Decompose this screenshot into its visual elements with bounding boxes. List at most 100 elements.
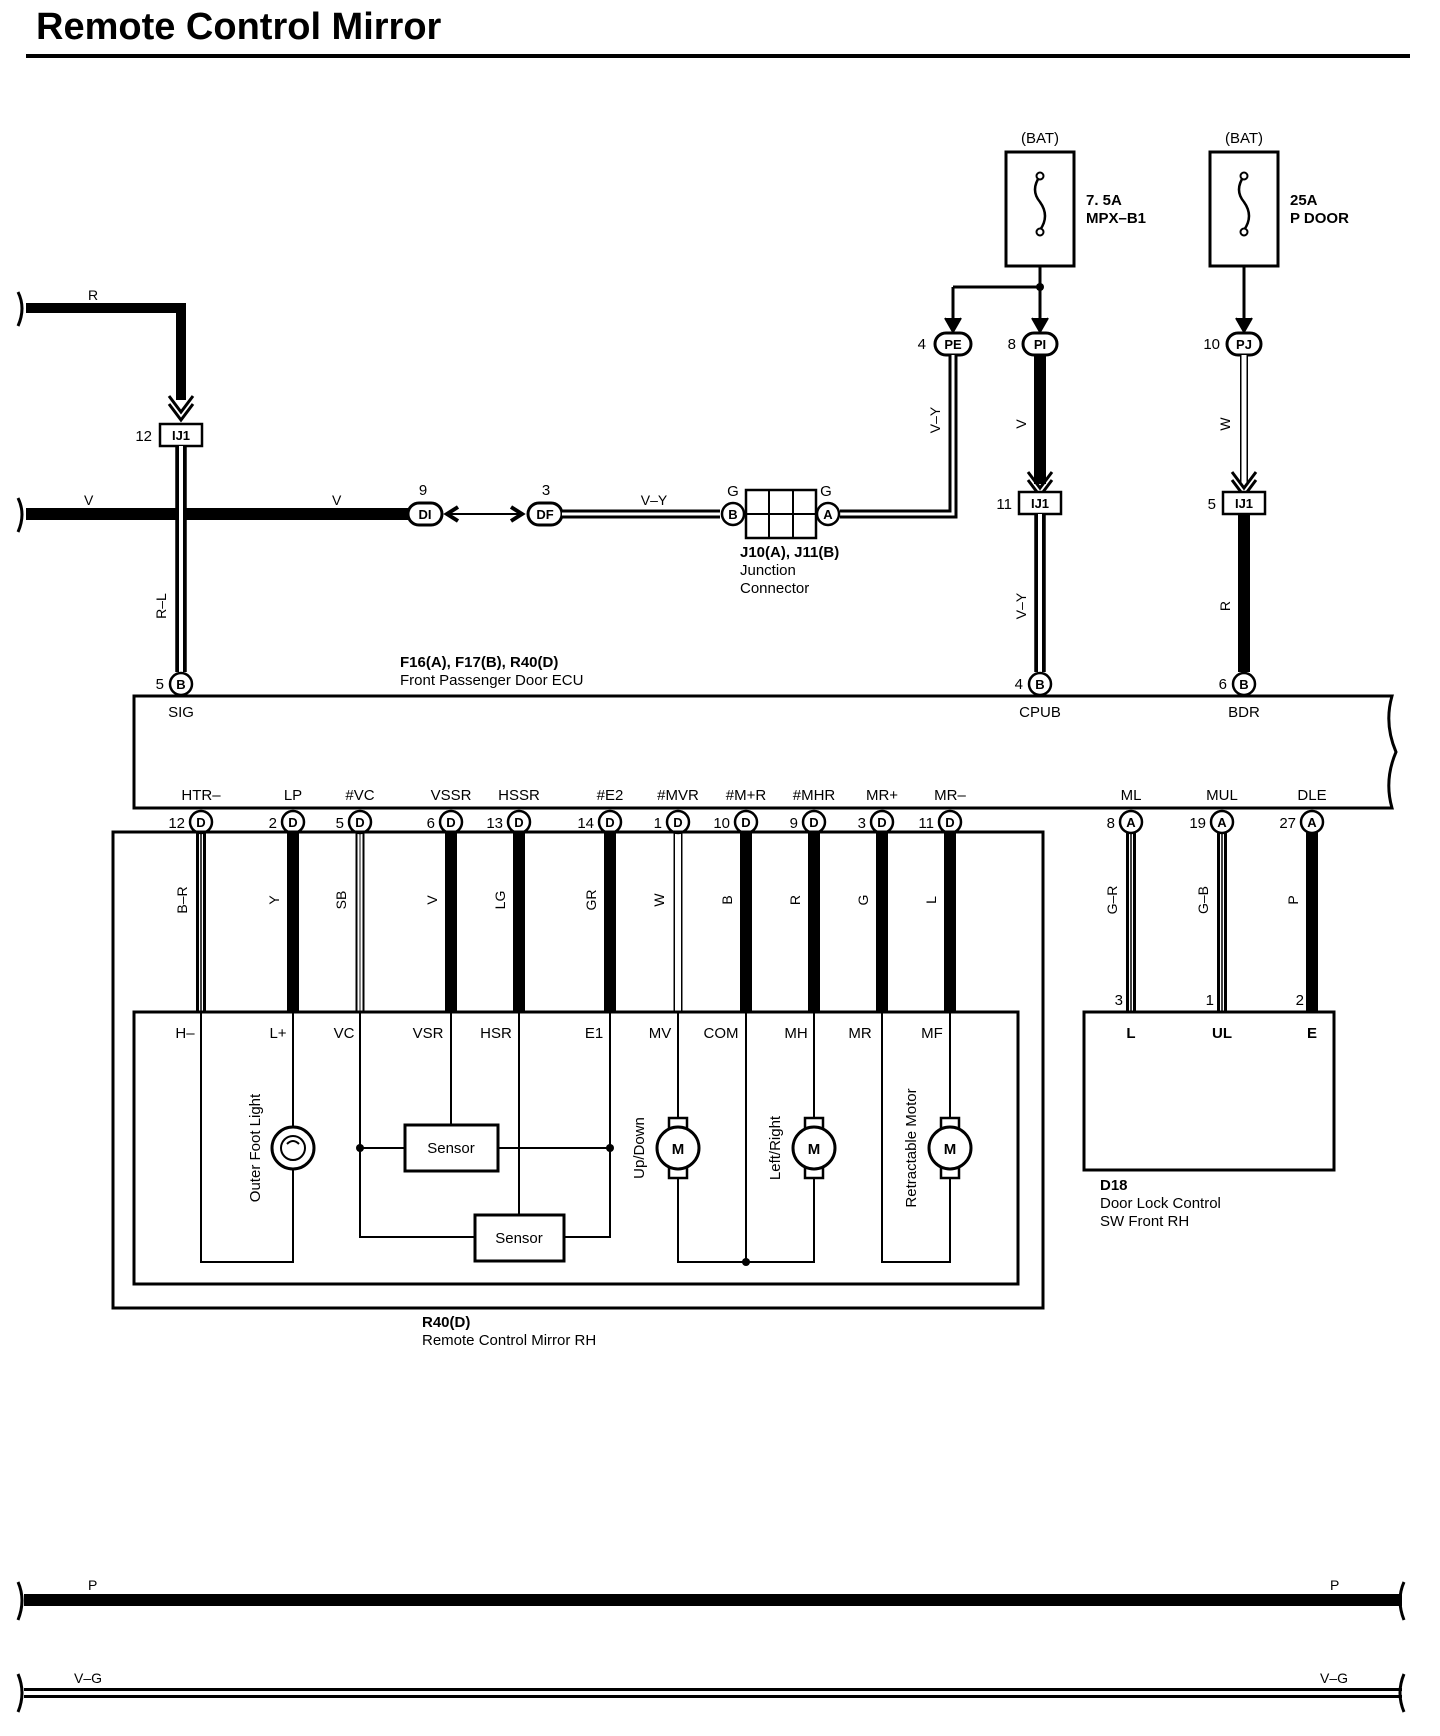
wire-label: G–R (1104, 886, 1120, 915)
svg-text:Junction: Junction (740, 562, 796, 579)
svg-text:Connector: Connector (740, 580, 809, 597)
door-lock-pin: 1UL (1206, 992, 1232, 1042)
connector-ij1-12: IJ1 12 (135, 422, 204, 448)
fuse-name-label: P DOOR (1290, 210, 1349, 227)
pin-label: BDR (1228, 704, 1260, 721)
connector-ij1-5: IJ1 5 (1208, 490, 1267, 516)
mirror-terminal-label: MH (784, 1025, 807, 1042)
connector-pj: PJ 10 (1203, 331, 1263, 357)
fuse-mpx-b1: (BAT) 7. 5A MPX–B1 (1004, 130, 1146, 268)
pin-number: 2 (1296, 992, 1304, 1009)
svg-text:Retractable Motor: Retractable Motor (903, 1088, 920, 1207)
junction-connector: B A G G J10(A), J11(B) Junction Connecto… (720, 483, 841, 597)
svg-text:F16(A), F17(B), R40(D): F16(A), F17(B), R40(D) (400, 654, 558, 671)
pin-number: 12 (168, 815, 185, 832)
svg-text:IJ1: IJ1 (1235, 496, 1253, 511)
connector-df: DF 3 (509, 482, 564, 527)
pin-label: E (1307, 1025, 1317, 1042)
door-lock-pin: 3L (1115, 992, 1136, 1042)
svg-text:SW Front RH: SW Front RH (1100, 1213, 1189, 1230)
wire-label: V–G (1320, 1670, 1348, 1686)
mirror-terminal-label: L+ (269, 1025, 286, 1042)
pin-label: CPUB (1019, 704, 1061, 721)
connector-tag: B (1035, 677, 1044, 692)
door-lock-control-switch: D18 Door Lock Control SW Front RH (1082, 1010, 1336, 1230)
pin-number: 6 (427, 815, 435, 832)
pin-label: HSSR (498, 787, 540, 804)
svg-text:R40(D): R40(D) (422, 1314, 470, 1331)
svg-text:Outer Foot Light: Outer Foot Light (247, 1093, 264, 1202)
wire-label: V–Y (1013, 592, 1029, 619)
wire-vg-bottom: V–G V–G (16, 1670, 1406, 1713)
wire-label: R (88, 287, 98, 303)
motor-left-right: M Left/Right (767, 1115, 837, 1180)
svg-text:D18: D18 (1100, 1177, 1128, 1194)
connector-tag: D (945, 815, 954, 830)
svg-text:B: B (728, 507, 737, 522)
mirror-terminal-label: HSR (480, 1025, 512, 1042)
connector-tag: B (176, 677, 185, 692)
svg-text:J10(A), J11(B): J10(A), J11(B) (740, 544, 839, 561)
svg-text:9: 9 (419, 482, 427, 499)
connector-di: DI 9 (406, 482, 460, 527)
wire-label: V–Y (641, 492, 668, 508)
wire-p-bottom: P P (16, 1577, 1406, 1621)
wire-label: P (1285, 895, 1301, 904)
wire-label: Y (266, 895, 282, 905)
connector-tag: D (514, 815, 523, 830)
pin-number: 1 (654, 815, 662, 832)
wire-label: P (1330, 1577, 1339, 1593)
svg-text:PI: PI (1034, 337, 1046, 352)
connector-pe: PE 4 (918, 331, 973, 357)
pin-number: 5 (336, 815, 344, 832)
fuse-rating-label: 7. 5A (1086, 192, 1122, 209)
mirror-terminal-label: VC (334, 1025, 355, 1042)
pin-label: MR+ (866, 787, 898, 804)
wire-label: R (1217, 601, 1233, 611)
mirror-terminal-label: E1 (585, 1025, 603, 1042)
svg-text:G: G (820, 483, 832, 500)
sensor-vertical: Sensor (403, 1123, 500, 1173)
connector-tag: A (1217, 815, 1227, 830)
pin-label: L (1126, 1025, 1135, 1042)
connector-tag: A (1307, 815, 1317, 830)
pin-number: 9 (790, 815, 798, 832)
wire-label: L (923, 896, 939, 904)
fuse-source-label: (BAT) (1021, 130, 1059, 147)
wire-label: P (88, 1577, 97, 1593)
door-lock-switch-pins: 3L 1UL 2E (1115, 992, 1317, 1042)
wire-label: V–G (74, 1670, 102, 1686)
wire-label: V (424, 895, 440, 905)
pin-label: UL (1212, 1025, 1232, 1042)
pin-number: 10 (713, 815, 730, 832)
pin-number: 13 (486, 815, 503, 832)
pin-number: 2 (269, 815, 277, 832)
wire-label: B (719, 895, 735, 904)
connector-tag: D (877, 815, 886, 830)
ecu-bottom-pins: D12HTR–B–RD2LPYD5#VCSBD6VSSRVD13HSSRLGD1… (168, 787, 1327, 1012)
svg-text:IJ1: IJ1 (1031, 496, 1049, 511)
wire-label: G–B (1195, 886, 1211, 914)
pin-number: 4 (1015, 676, 1023, 693)
svg-text:4: 4 (918, 336, 926, 353)
pin-number: 3 (1115, 992, 1123, 1009)
page-title: Remote Control Mirror (36, 6, 442, 48)
pin-number: 19 (1189, 815, 1206, 832)
connector-tag: D (446, 815, 455, 830)
svg-text:8: 8 (1008, 336, 1016, 353)
pin-number: 5 (156, 676, 164, 693)
pin-label: #VC (345, 787, 374, 804)
title-divider (26, 54, 1410, 58)
pin-number: 27 (1279, 815, 1296, 832)
pin-label: HTR– (181, 787, 221, 804)
outer-foot-light-bulb: Outer Foot Light (247, 1093, 316, 1202)
wire-label: R (787, 895, 803, 905)
svg-text:M: M (944, 1141, 957, 1158)
svg-text:DF: DF (536, 507, 553, 522)
connector-tag: D (741, 815, 750, 830)
